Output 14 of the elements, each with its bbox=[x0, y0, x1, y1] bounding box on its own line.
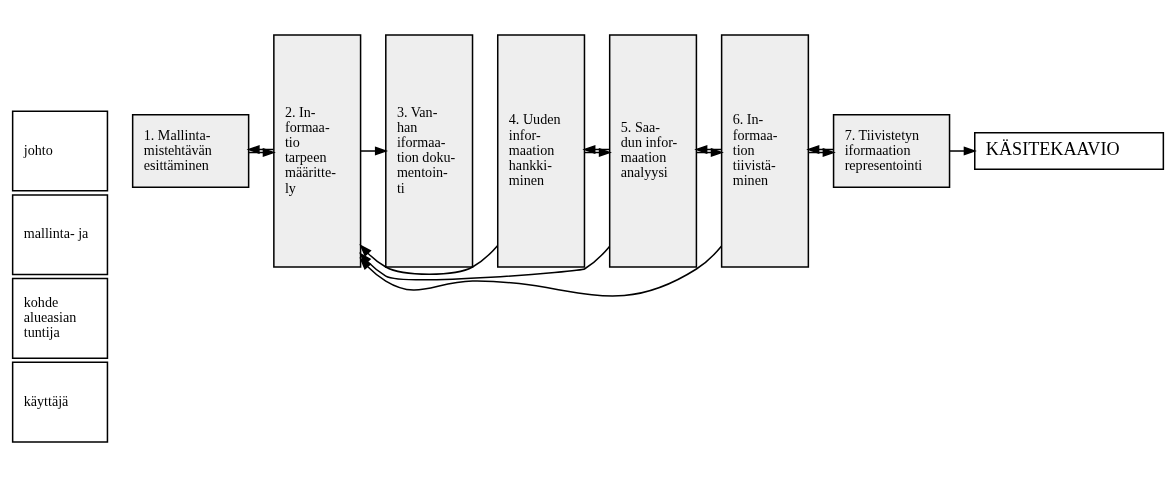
node-box: johto bbox=[11, 110, 109, 192]
node-box: 6. In- formaa- tion tiivistä- minen bbox=[720, 34, 810, 268]
node-box: 2. In- formaa- tio tarpeen määritte- ly bbox=[273, 34, 362, 268]
node-box: 7. Tiivistetyn iformaation representointi bbox=[832, 113, 951, 189]
node-box: 1. Mallinta- mistehtävän esittäminen bbox=[131, 113, 250, 189]
node-box: kohde alueasian tuntija bbox=[11, 277, 109, 359]
node-box: käyttäjä bbox=[11, 361, 109, 443]
arrow bbox=[359, 146, 389, 156]
node-box: mallinta- ja bbox=[11, 194, 109, 276]
node-box: KÄSITEKAAVIO bbox=[974, 132, 1165, 170]
arrow bbox=[949, 146, 977, 156]
node-box: 3. Van- han iformaa- tion doku- mentoin- ti bbox=[385, 34, 474, 268]
node-box: 5. Saa- dun infor- maation analyysi bbox=[608, 34, 698, 268]
node-box: 4. Uuden infor- maation hankki- minen bbox=[497, 34, 586, 268]
